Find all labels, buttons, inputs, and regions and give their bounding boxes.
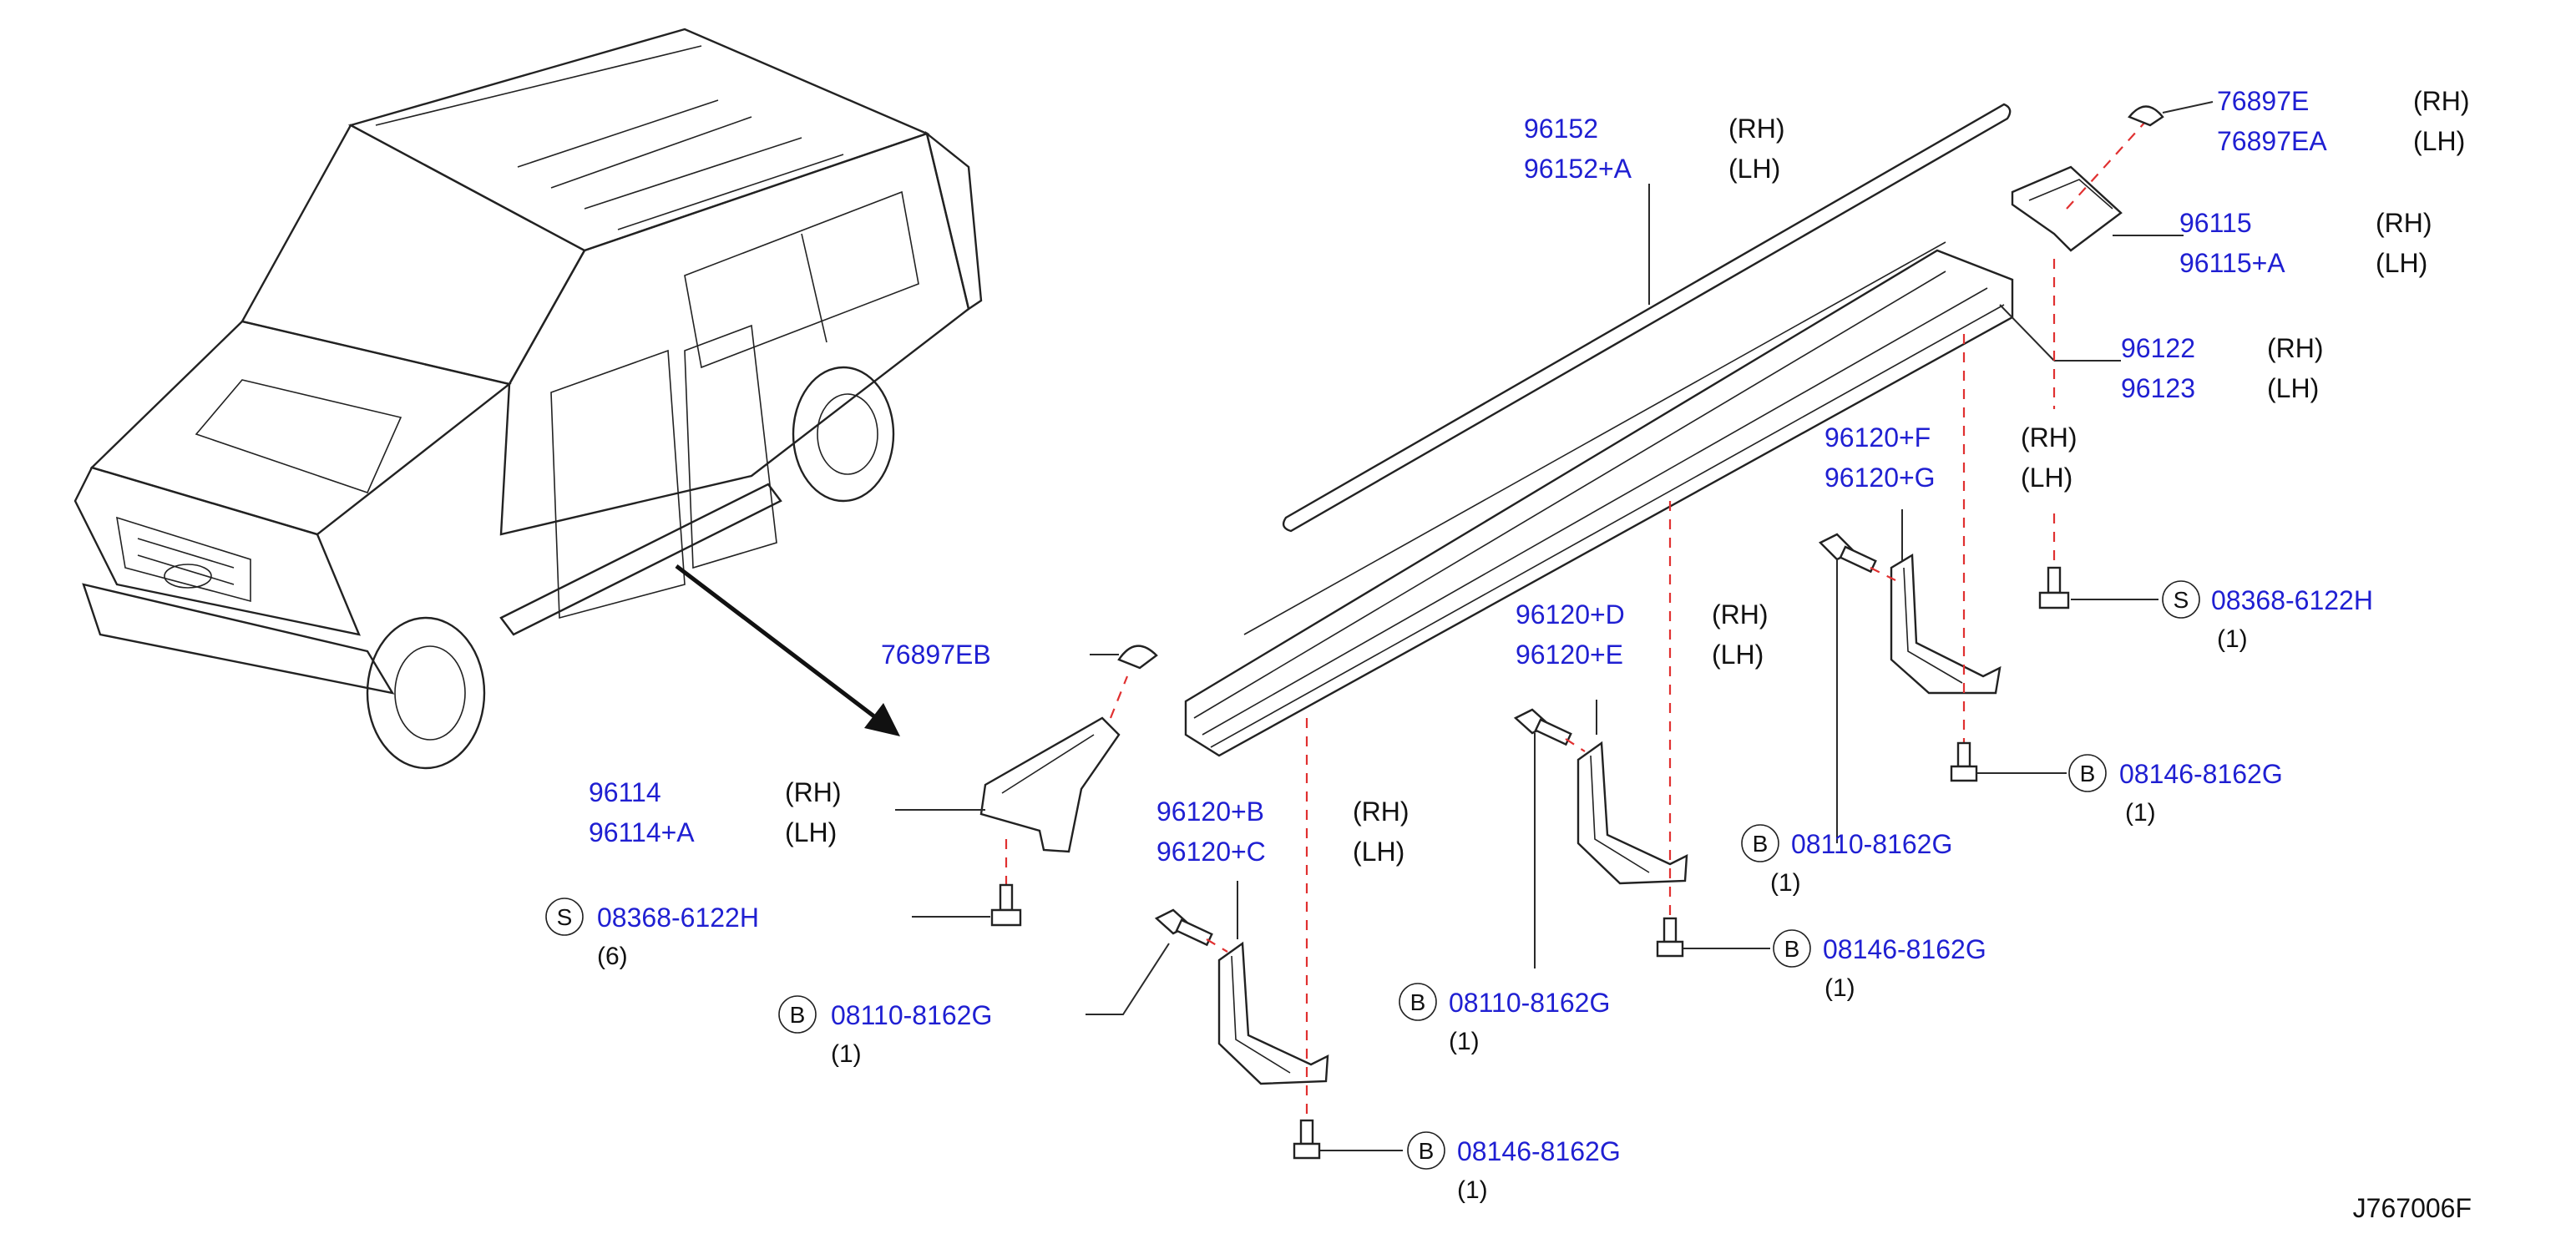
letter-s-left: S bbox=[557, 904, 573, 930]
diagram-code: J767006F bbox=[2353, 1193, 2472, 1223]
screw-right bbox=[2038, 513, 2158, 609]
label-76897ea-side: (LH) bbox=[2413, 126, 2465, 156]
bolt-right-08146 bbox=[1950, 741, 2067, 782]
label-96120c-side: (LH) bbox=[1353, 837, 1404, 867]
label-96120d-side: (RH) bbox=[1712, 599, 1769, 630]
label-96120f-side: (RH) bbox=[2021, 422, 2078, 453]
circle-b-mid bbox=[1741, 824, 1779, 862]
label-b-mid: 08110-8162G bbox=[1791, 829, 1952, 859]
label-96120b-side: (RH) bbox=[1353, 796, 1409, 827]
circle-b-center-bottom bbox=[1773, 929, 1811, 968]
label-96120c: 96120+C bbox=[1156, 837, 1266, 867]
molding-96152 bbox=[1282, 103, 2012, 533]
letter-b-center-bottom: B bbox=[1784, 936, 1800, 962]
label-s-right: 08368-6122H bbox=[2211, 585, 2373, 615]
circle-b-right bbox=[2068, 754, 2107, 792]
label-96115a: 96115+A bbox=[2179, 248, 2285, 278]
label-96115-side: (RH) bbox=[2376, 208, 2432, 238]
label-76897ea: 76897EA bbox=[2217, 126, 2327, 156]
end-cap-96114 bbox=[895, 675, 1129, 885]
qty-s-right: (1) bbox=[2217, 625, 2248, 653]
label-76897e: 76897E bbox=[2217, 86, 2309, 116]
qty-b-center-left: (1) bbox=[1449, 1028, 1480, 1055]
circle-b-bottom bbox=[1407, 1131, 1445, 1170]
label-b-center-left: 08110-8162G bbox=[1449, 988, 1610, 1018]
label-96122: 96122 bbox=[2121, 333, 2195, 363]
qty-b-left: (1) bbox=[831, 1040, 862, 1068]
label-76897eb: 76897EB bbox=[881, 640, 991, 670]
qty-b-center-bottom: (1) bbox=[1824, 974, 1855, 1002]
bolt-bottom-08146 bbox=[1293, 1119, 1403, 1160]
label-96120f: 96120+F bbox=[1824, 422, 1931, 453]
end-cap-96115 bbox=[2011, 120, 2184, 409]
step-board-96122 bbox=[1184, 241, 2121, 757]
qty-b-right: (1) bbox=[2125, 799, 2156, 827]
circle-b-left bbox=[778, 995, 817, 1034]
letter-s-right: S bbox=[2174, 587, 2189, 613]
label-96123-side: (LH) bbox=[2267, 373, 2319, 403]
bolt-center-08146 bbox=[1656, 917, 1770, 958]
label-96115: 96115 bbox=[2179, 208, 2252, 238]
letter-b-right: B bbox=[2080, 761, 2096, 786]
label-76897e-side: (RH) bbox=[2413, 86, 2470, 116]
circle-b-center-left bbox=[1399, 983, 1437, 1021]
label-b-bottom: 08146-8162G bbox=[1457, 1136, 1621, 1166]
label-96152-side: (RH) bbox=[1728, 114, 1785, 144]
screw-left bbox=[912, 883, 1022, 927]
label-96120e: 96120+E bbox=[1516, 640, 1623, 670]
label-96114: 96114 bbox=[589, 777, 661, 807]
label-96122-side: (RH) bbox=[2267, 333, 2324, 363]
label-96123: 96123 bbox=[2121, 373, 2195, 403]
label-b-center-bottom: 08146-8162G bbox=[1823, 934, 1986, 964]
label-96120d: 96120+D bbox=[1516, 599, 1625, 630]
label-b-right: 08146-8162G bbox=[2119, 759, 2283, 789]
label-96114a: 96114+A bbox=[589, 817, 695, 847]
qty-b-bottom: (1) bbox=[1457, 1176, 1488, 1204]
label-96120g-side: (LH) bbox=[2021, 463, 2072, 493]
circle-s-right bbox=[2162, 580, 2200, 619]
label-96120b: 96120+B bbox=[1156, 796, 1264, 827]
label-96120g: 96120+G bbox=[1824, 463, 1936, 493]
label-s-left: 08368-6122H bbox=[597, 903, 759, 933]
letter-b-left: B bbox=[790, 1002, 806, 1028]
clip-76897eb bbox=[1090, 645, 1158, 670]
label-b-left: 08110-8162G bbox=[831, 1000, 992, 1030]
qty-s-left: (6) bbox=[597, 943, 628, 970]
letter-b-bottom: B bbox=[1419, 1138, 1435, 1164]
circle-s-left bbox=[545, 898, 584, 936]
label-96152: 96152 bbox=[1524, 114, 1598, 144]
bracket-96120fg bbox=[1818, 334, 2002, 843]
clip-76897e bbox=[2128, 101, 2214, 127]
bracket-96120de bbox=[1513, 501, 1688, 968]
label-96120e-side: (LH) bbox=[1712, 640, 1764, 670]
bracket-96120bc bbox=[1086, 718, 1329, 1119]
label-96114a-side: (LH) bbox=[785, 817, 837, 847]
label-96152a: 96152+A bbox=[1524, 154, 1632, 184]
direction-arrow bbox=[675, 564, 900, 736]
label-96152a-side: (LH) bbox=[1728, 154, 1780, 184]
qty-b-mid: (1) bbox=[1770, 869, 1801, 897]
label-96114-side: (RH) bbox=[785, 777, 842, 807]
letter-b-center-left: B bbox=[1410, 989, 1426, 1015]
vehicle-illustration bbox=[73, 28, 983, 770]
label-96115a-side: (LH) bbox=[2376, 248, 2427, 278]
letter-b-mid: B bbox=[1753, 831, 1769, 857]
